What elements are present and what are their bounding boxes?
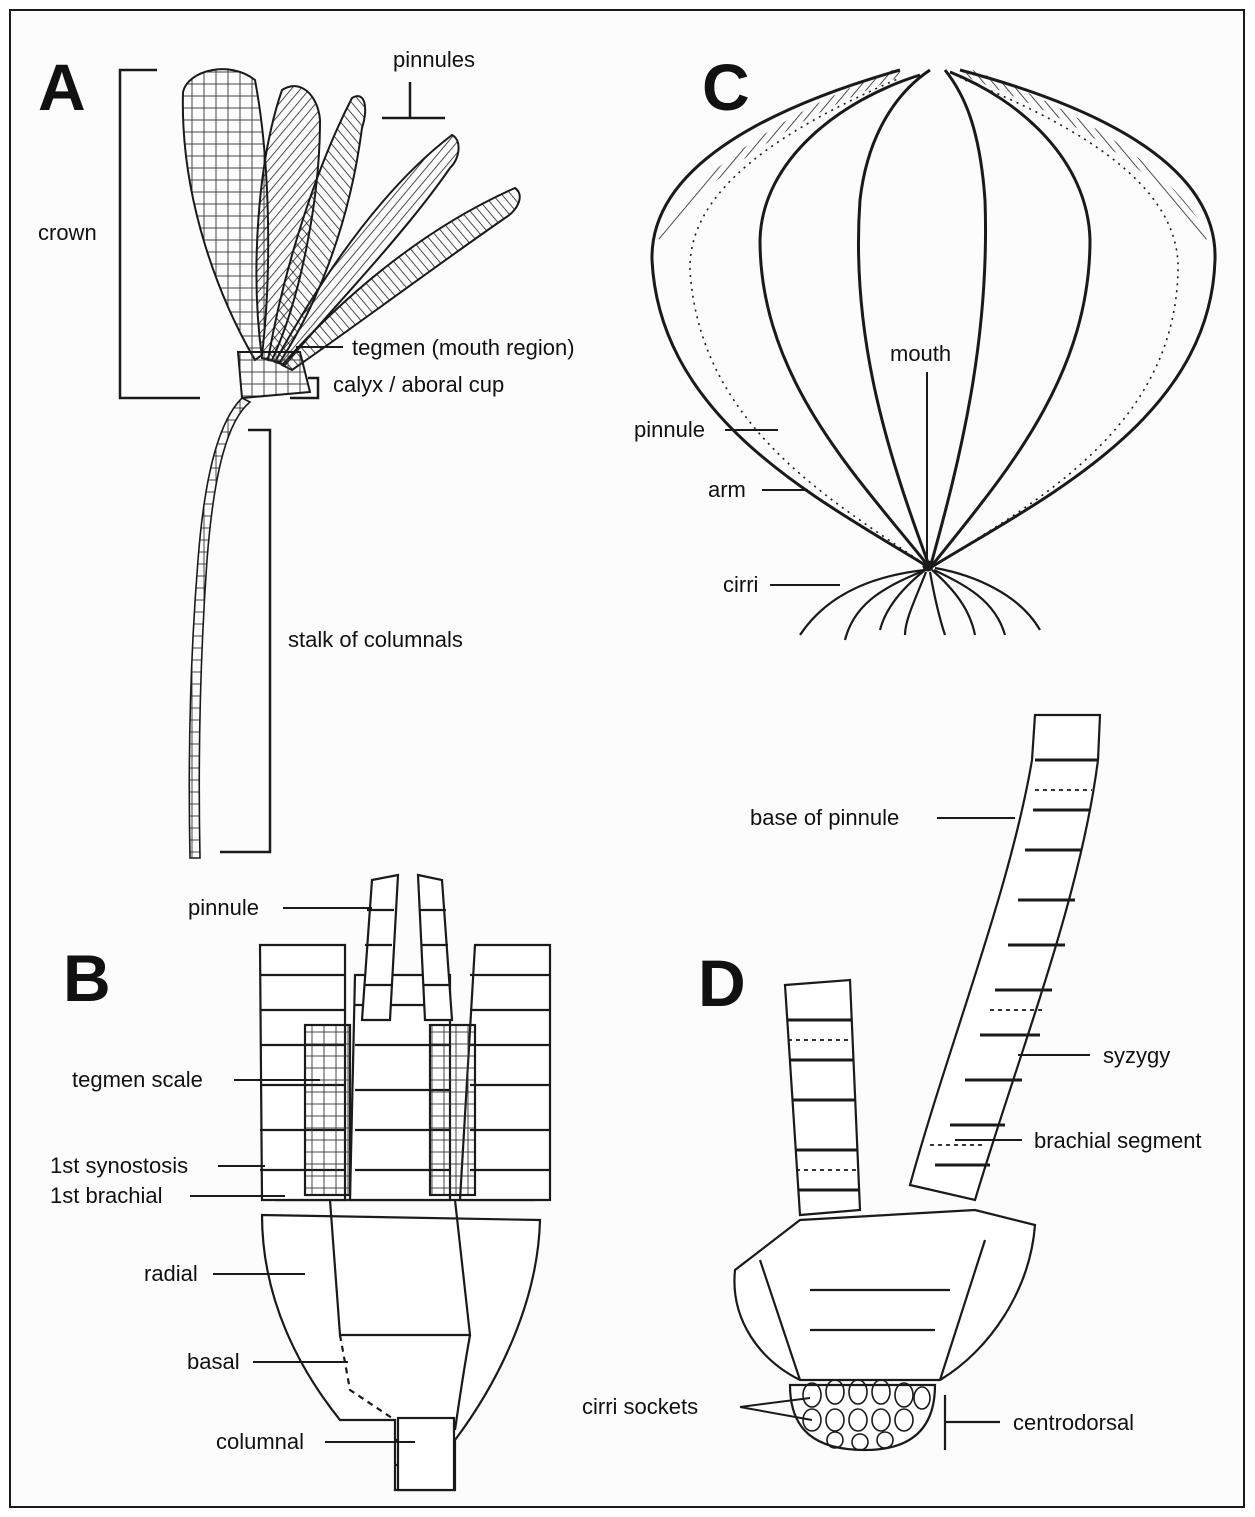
label-tegmen-scale: tegmen scale (72, 1069, 203, 1091)
label-basal: basal (187, 1351, 240, 1373)
label-mouth: mouth (890, 343, 951, 365)
label-1st-synostosis: 1st synostosis (50, 1155, 188, 1177)
b-tegmen-right (430, 1025, 475, 1195)
panel-d-letter: D (698, 950, 746, 1016)
label-tegmen: tegmen (mouth region) (352, 337, 575, 359)
label-cirri: cirri (723, 574, 758, 596)
label-arm: arm (708, 479, 746, 501)
label-brachial-segment: brachial segment (1034, 1130, 1202, 1152)
panel-a-drawing (120, 69, 520, 858)
c-arm-right-3 (930, 70, 986, 568)
b-pinnule-right (418, 875, 452, 1020)
c-arm-outer-left (652, 70, 930, 568)
c-arm-right-2 (930, 72, 1090, 568)
b-tegmen-left (305, 1025, 350, 1195)
label-1st-brachial: 1st brachial (50, 1185, 163, 1207)
label-calyx: calyx / aboral cup (333, 374, 504, 396)
label-base-of-pinnule: base of pinnule (750, 807, 899, 829)
panel-b-drawing (190, 875, 550, 1490)
label-stalk: stalk of columnals (288, 629, 463, 651)
panel-b-letter: B (63, 945, 111, 1011)
c-cirri (800, 568, 1040, 640)
label-b-pinnule: pinnule (188, 897, 259, 919)
stalk (189, 398, 250, 858)
d-left-arm (785, 980, 860, 1215)
d-centrodorsal-marker (945, 1395, 1000, 1450)
stalk-bracket (220, 430, 270, 852)
b-columnal (398, 1418, 454, 1490)
crown-arm-1 (183, 69, 268, 360)
pinnules-marker (382, 82, 445, 118)
label-centrodorsal: centrodorsal (1013, 1412, 1134, 1434)
label-c-pinnule: pinnule (634, 419, 705, 441)
label-syzygy: syzygy (1103, 1045, 1170, 1067)
panel-c-letter: C (702, 54, 750, 120)
calyx-cup (238, 352, 310, 398)
label-crown: crown (38, 222, 97, 244)
label-radial: radial (144, 1263, 198, 1285)
panel-a-letter: A (38, 54, 86, 120)
label-cirri-sockets: cirri sockets (582, 1396, 698, 1418)
label-pinnules: pinnules (393, 49, 475, 71)
label-columnal: columnal (216, 1431, 304, 1453)
d-cup (734, 1210, 1035, 1380)
